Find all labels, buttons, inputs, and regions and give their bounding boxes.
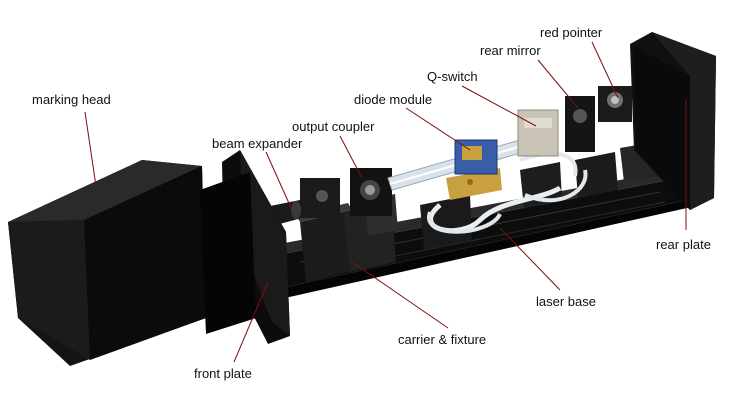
label-beam-expander: beam expander <box>212 136 303 151</box>
water-tubing <box>427 151 588 234</box>
leader-carrier-fixture <box>351 261 449 329</box>
leader-lines <box>84 41 687 363</box>
leader-diode-module <box>405 107 471 151</box>
leader-red-pointer <box>591 41 619 99</box>
label-rear-plate: rear plate <box>656 237 711 252</box>
label-marking-head: marking head <box>32 92 111 107</box>
label-rear-mirror: rear mirror <box>480 43 541 58</box>
leader-front-plate <box>233 281 269 363</box>
label-front-plate: front plate <box>194 366 252 381</box>
label-carrier-fixture: carrier & fixture <box>398 332 486 347</box>
label-red-pointer: red pointer <box>540 25 603 40</box>
labels: marking head beam expander output couple… <box>32 25 711 381</box>
q-switch-body <box>517 109 559 157</box>
leader-output-coupler <box>339 135 363 179</box>
label-output-coupler: output coupler <box>292 119 375 134</box>
rear-plate-body <box>630 32 716 210</box>
output-coupler-mount <box>300 168 392 218</box>
leader-rear-mirror <box>537 59 579 109</box>
label-laser-base: laser base <box>536 294 596 309</box>
label-diode-module: diode module <box>354 92 432 107</box>
marking-head-body <box>8 160 256 366</box>
leader-marking-head <box>84 111 97 187</box>
leader-q-switch <box>461 85 537 127</box>
leader-laser-base <box>499 227 561 291</box>
rear-mirror-mount <box>565 96 595 152</box>
leader-beam-expander <box>265 151 293 211</box>
label-q-switch: Q-switch <box>427 69 478 84</box>
diode-module-body <box>446 139 502 200</box>
red-pointer-body <box>598 86 632 122</box>
